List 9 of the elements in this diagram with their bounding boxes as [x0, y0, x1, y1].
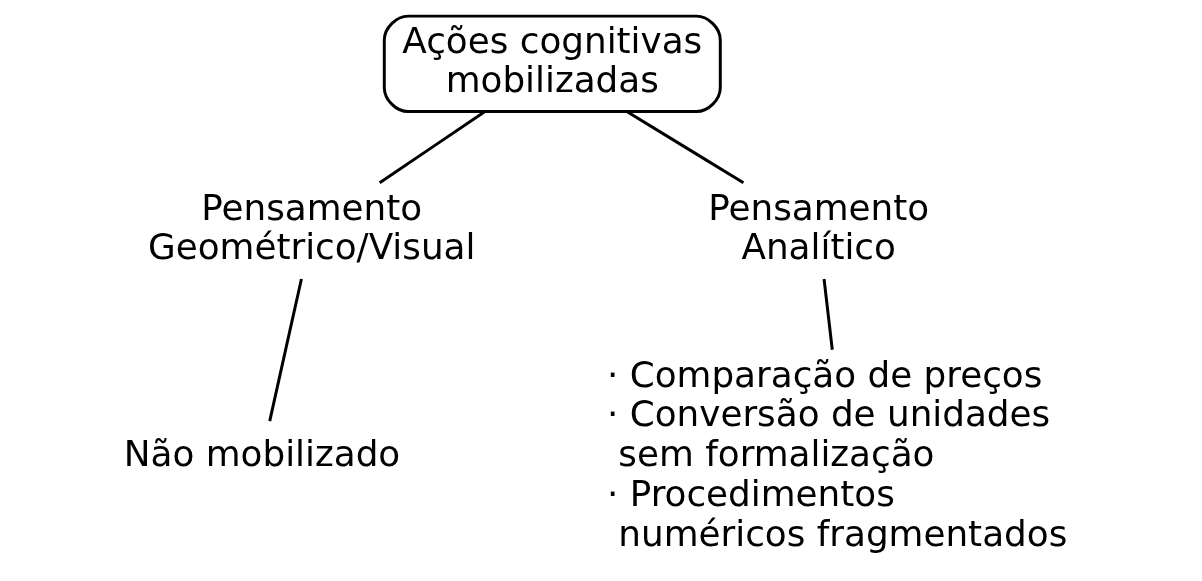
node-box: Ações cognitivas mobilizadas	[382, 14, 722, 114]
connector	[822, 278, 834, 350]
node-text: Não mobilizado	[123, 433, 400, 475]
connector	[625, 110, 744, 185]
node-text: Pensamento Geométrico/Visual	[147, 186, 475, 268]
node-text: Pensamento Analítico	[707, 186, 929, 268]
connector	[378, 110, 485, 185]
node-text: · Comparação de preços · Conversão de unidades sem formalização · Procedimentos numéricos fragmentados	[606, 353, 1067, 554]
connector	[267, 278, 303, 422]
